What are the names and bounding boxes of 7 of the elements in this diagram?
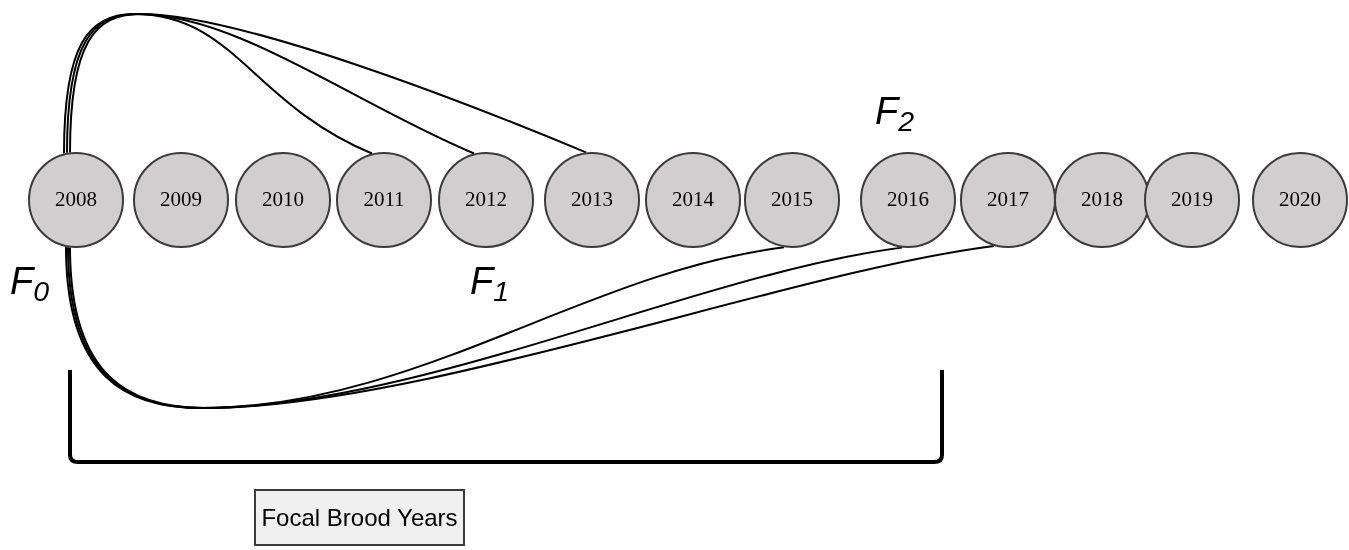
connector-curve	[69, 13, 587, 154]
label-box: Focal Brood Years	[254, 489, 465, 546]
generation-label: F$_{0}$	[10, 262, 50, 300]
connector-curve	[63, 13, 373, 155]
generation-label: F$_{2}$	[875, 92, 915, 130]
generation-label: F$_{1}$	[470, 262, 510, 300]
connector-curve	[66, 13, 475, 155]
